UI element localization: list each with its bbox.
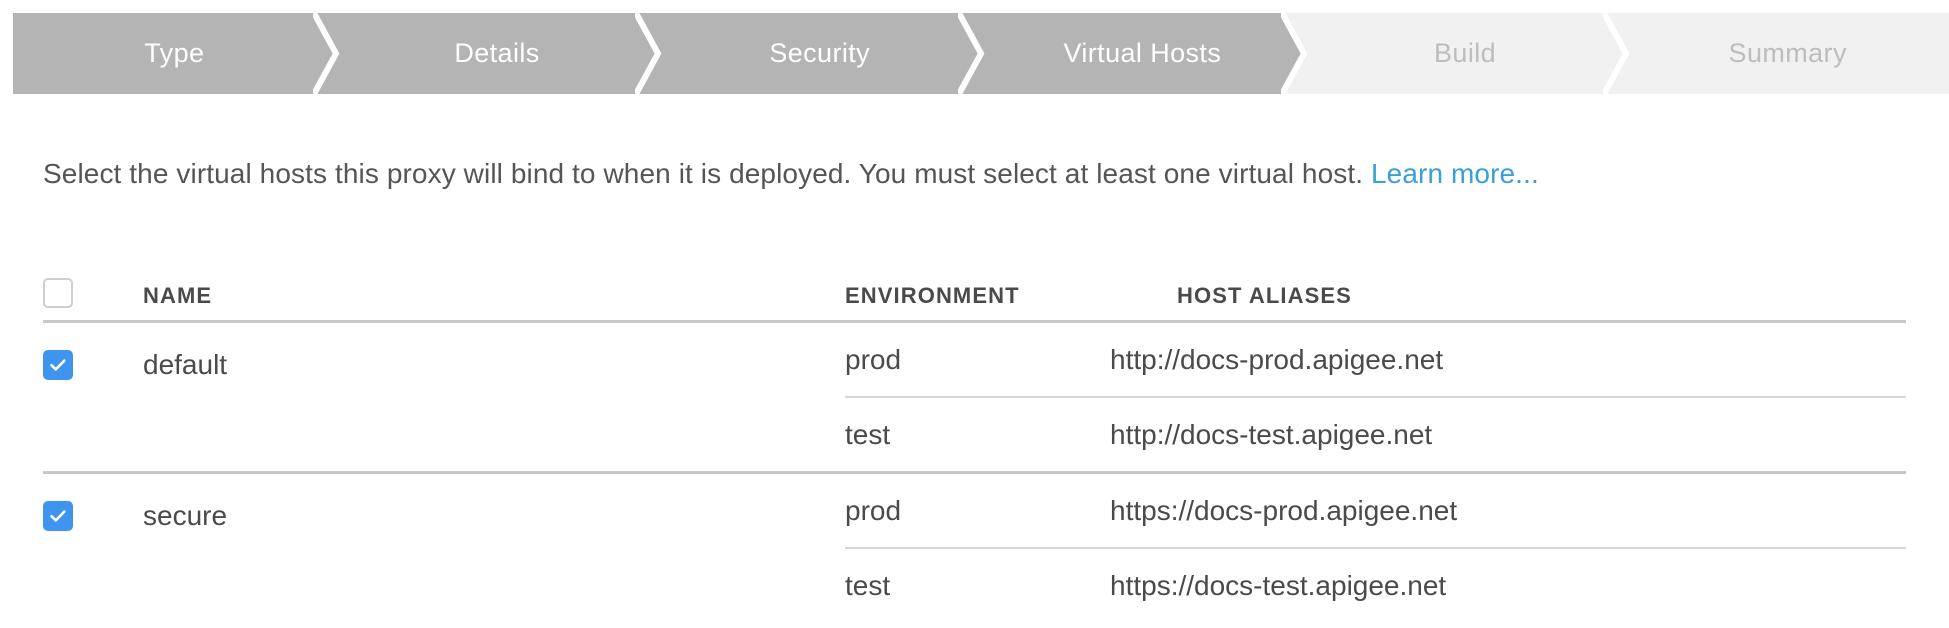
description-text: Select the virtual hosts this proxy will… [43,158,1371,189]
environment-value: prod [845,343,902,375]
environment-row-divider [845,547,1906,549]
row-select-cell [43,347,115,383]
header-host-aliases-label: HOST ALIASES [1177,283,1352,308]
header-name-label: NAME [143,283,213,308]
wizard-step-bar: Type Details Security Virtual Hosts Build Sum… [13,13,1949,94]
host-group: default prod http://docs-prod.apigee.net te… [43,323,1906,471]
header-divider [43,320,1906,323]
wizard-step-security[interactable]: Security [658,13,1003,94]
environment-value: test [845,418,891,450]
virtual-host-name-cell: default [115,347,845,383]
host-group-right: prod https://docs-prod.apigee.net test http… [845,474,1906,622]
table-row: test https://docs-test.apigee.net [845,549,1906,622]
row-select-cell [43,498,115,534]
wizard-step-build[interactable]: Build [1303,13,1648,94]
virtual-host-name: secure [143,500,228,531]
host-alias-value: http://docs-test.apigee.net [1110,418,1433,450]
wizard-step-label: Security [769,38,871,68]
host-alias-value: http://docs-prod.apigee.net [1110,343,1444,375]
header-environment-label: ENVIRONMENT [845,283,1020,308]
virtual-host-name: default [143,349,228,380]
page-description: Select the virtual hosts this proxy will… [43,158,1539,190]
wizard-step-label: Virtual Hosts [1063,38,1222,68]
host-group-right: prod http://docs-prod.apigee.net test http:… [845,323,1906,471]
virtual-host-checkbox[interactable] [43,350,73,380]
virtual-hosts-table: NAME ENVIRONMENT HOST ALIASES default pro… [43,272,1906,622]
wizard-step-details[interactable]: Details [335,13,680,94]
header-host-aliases: HOST ALIASES [1177,283,1906,309]
learn-more-link[interactable]: Learn more... [1371,158,1539,189]
table-header-row: NAME ENVIRONMENT HOST ALIASES [43,272,1906,320]
header-environment: ENVIRONMENT [845,283,1177,309]
wizard-step-summary[interactable]: Summary [1626,13,1949,94]
wizard-step-label: Build [1434,38,1497,68]
table-row: prod https://docs-prod.apigee.net [845,474,1906,547]
host-alias-value: https://docs-test.apigee.net [1110,569,1447,601]
environment-value: test [845,569,891,601]
select-all-cell [43,278,115,314]
host-alias-value: https://docs-prod.apigee.net [1110,494,1458,526]
environment-row-divider [845,396,1906,398]
select-all-checkbox[interactable] [43,278,73,308]
host-group-left: secure [43,474,845,622]
wizard-step-type[interactable]: Type [13,13,357,94]
wizard-step-label: Summary [1728,38,1847,68]
host-groups-container: default prod http://docs-prod.apigee.net te… [43,323,1906,622]
virtual-host-checkbox[interactable] [43,501,73,531]
wizard-step-label: Details [454,38,540,68]
header-name: NAME [115,283,845,309]
host-group-left: default [43,323,845,471]
environment-value: prod [845,494,902,526]
virtual-host-name-cell: secure [115,498,845,534]
group-divider [43,471,1906,474]
wizard-step-label: Type [144,38,205,68]
table-row: prod http://docs-prod.apigee.net [845,323,1906,396]
wizard-step-virtual-hosts[interactable]: Virtual Hosts [981,13,1325,94]
host-group: secure prod https://docs-prod.apigee.net te… [43,474,1906,622]
table-row: test http://docs-test.apigee.net [845,398,1906,471]
